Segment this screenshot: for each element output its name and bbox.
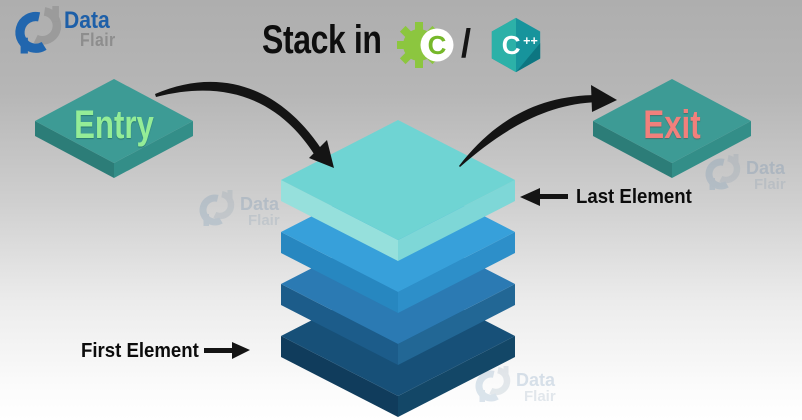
watermark-right: Data Flair	[705, 154, 786, 193]
watermark-logo-icon	[199, 190, 233, 226]
stack-layer-2-right-face	[398, 232, 515, 313]
entry-arrow-head	[309, 140, 334, 168]
first-element-label: First Element	[81, 340, 199, 362]
page-title: Stack in	[262, 18, 382, 62]
watermark-text-data: Data	[516, 370, 556, 390]
cpp-language-icon: C ++	[491, 17, 541, 73]
exit-platform-left-face	[593, 121, 672, 178]
watermark-bottom: Data Flair	[475, 366, 556, 405]
stack-layer-3-right-face	[398, 284, 515, 365]
watermark-text-data: Data	[746, 158, 786, 178]
last-element-arrow	[520, 188, 568, 206]
exit-platform	[593, 79, 751, 178]
stack-layer-4-left-face	[281, 336, 398, 417]
first-element-arrow-shaft	[204, 348, 234, 353]
stack-layer-4-right-face	[398, 336, 515, 417]
stack-layer-2-left-face	[281, 232, 398, 313]
entry-to-stack-arrow	[155, 81, 334, 168]
last-element-arrow-shaft	[536, 194, 568, 199]
watermark-text-data: Data	[240, 194, 280, 214]
exit-label: Exit	[643, 103, 701, 147]
entry-arrow-curve	[155, 81, 322, 154]
entry-platform-top-face	[35, 79, 193, 163]
entry-platform-left-face	[35, 121, 114, 178]
stack-to-exit-arrow	[459, 85, 617, 167]
exit-platform-top-face	[593, 79, 751, 163]
c-letter: C	[428, 30, 447, 60]
watermark-text-flair: Flair	[524, 388, 556, 405]
last-element-arrow-head	[520, 188, 540, 206]
title-separator: /	[461, 22, 472, 66]
entry-platform-right-face	[114, 121, 193, 178]
stack-layer-1-left-face	[281, 180, 398, 261]
stack-layer-1-right-face	[398, 180, 515, 261]
stack-layer-3-left-face	[281, 284, 398, 365]
brand-logo-icon	[14, 6, 59, 54]
c-letter-disc	[420, 28, 454, 62]
entry-label: Entry	[74, 103, 154, 147]
exit-arrow-head	[591, 85, 617, 112]
cpp-letter-c: C	[502, 30, 521, 60]
watermark-text-flair: Flair	[248, 212, 280, 229]
exit-arrow-curve	[459, 95, 598, 167]
hexagon-icon	[491, 17, 541, 73]
watermark-text-flair: Flair	[754, 176, 786, 193]
first-element-arrow-head	[232, 342, 250, 359]
stack-layer-1-top-face	[281, 120, 515, 240]
watermark-left: Data Flair	[199, 190, 280, 229]
brand-name-flair: Flair	[80, 30, 116, 50]
brand-name-data: Data	[64, 7, 110, 34]
c-language-icon: C	[397, 22, 454, 68]
first-element-arrow	[204, 342, 250, 359]
stack-layer-1-top	[281, 120, 515, 261]
entry-platform	[35, 79, 193, 178]
watermark-logo-icon	[705, 154, 739, 190]
last-element-label: Last Element	[576, 186, 692, 208]
cpp-plus-plus: ++	[523, 34, 538, 48]
exit-platform-right-face	[672, 121, 751, 178]
